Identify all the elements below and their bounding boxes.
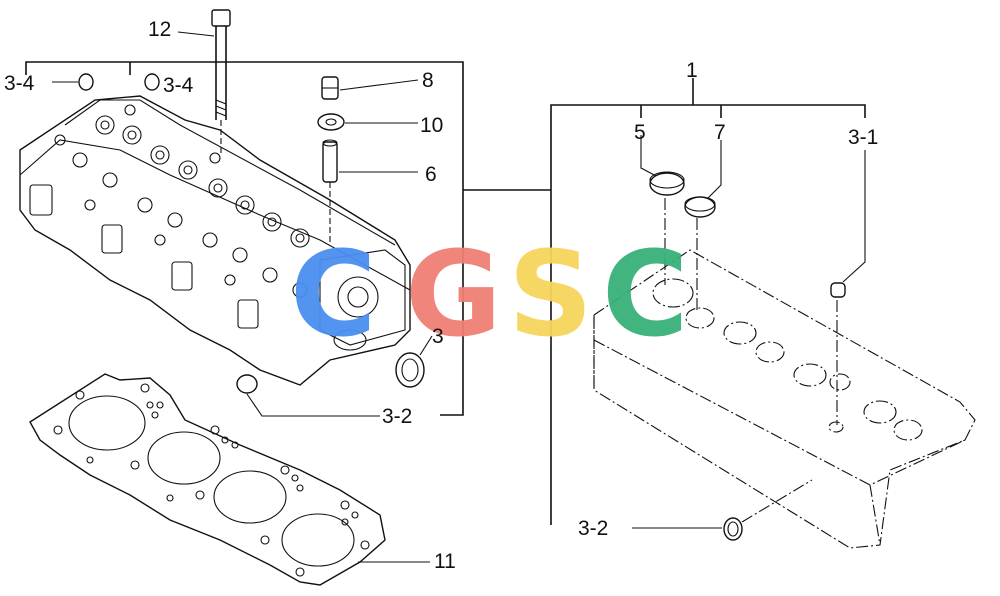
- dowel-pin-part-3-1: [830, 150, 866, 298]
- head-gasket-part-11: [29, 373, 430, 586]
- label-part-7: 7: [714, 121, 726, 144]
- plug-part-3-4: [52, 73, 160, 91]
- label-part-12: 12: [148, 18, 171, 41]
- right-assembly-bracket: [550, 78, 866, 525]
- label-part-3-4-left: 3-4: [4, 72, 35, 95]
- washer-part-10: [317, 113, 418, 131]
- watermark-letter-c2: C: [602, 225, 689, 363]
- label-part-10: 10: [420, 114, 443, 137]
- watermark-letter-s: S: [508, 225, 593, 363]
- label-part-3-1: 3-1: [848, 126, 878, 149]
- label-part-3-2-lower: 3-2: [578, 517, 608, 540]
- head-bolt-part-12: [177, 9, 231, 155]
- cup-plug-part-7: [684, 140, 722, 218]
- valve-stem-seal-part-8: [321, 76, 419, 100]
- plug-part-3: [395, 335, 433, 388]
- watermark-letter-c1: C: [290, 225, 377, 363]
- cup-plug-part-5: [640, 135, 685, 196]
- plug-part-3-2-upper: [236, 374, 380, 417]
- label-part-5: 5: [634, 121, 646, 144]
- cylinder-head-bare: [593, 198, 976, 549]
- label-part-3: 3: [432, 325, 444, 348]
- cylinder-head-assembly: [19, 95, 411, 386]
- label-part-3-2-upper: 3-2: [382, 405, 412, 428]
- plug-part-3-2-lower: [632, 479, 813, 541]
- valve-guide-part-6: [322, 139, 418, 245]
- label-part-3-4-right: 3-4: [163, 74, 194, 97]
- label-part-11: 11: [434, 550, 456, 573]
- watermark-letter-g: G: [405, 225, 502, 363]
- label-part-1: 1: [686, 59, 698, 82]
- label-part-6: 6: [425, 163, 437, 186]
- watermark-cgsc: C G S C: [290, 225, 689, 363]
- label-part-8: 8: [422, 69, 434, 92]
- left-assembly-bracket: [25, 61, 551, 416]
